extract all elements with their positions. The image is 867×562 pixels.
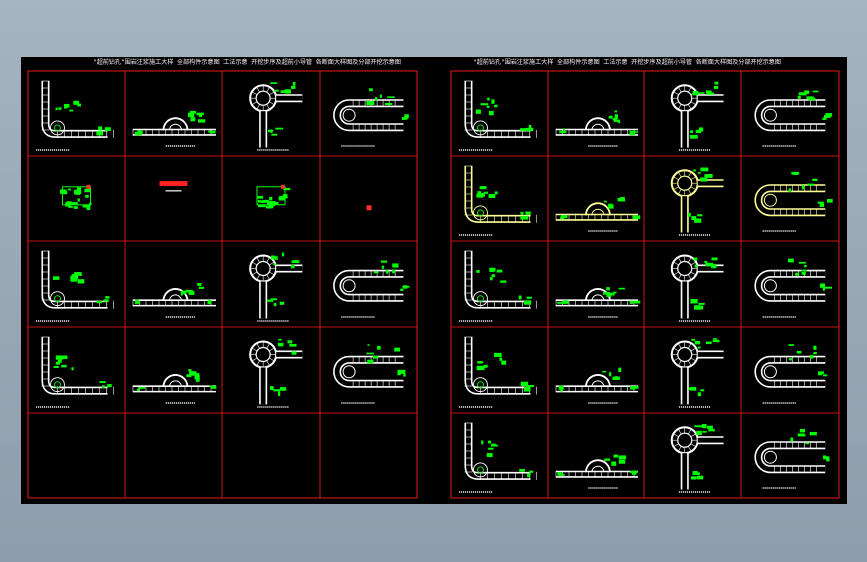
- drawing-cell-U-loop[interactable]: [333, 344, 406, 404]
- drawing-cell-T-junction[interactable]: [670, 338, 724, 408]
- sheet-frame-grid: [450, 70, 840, 499]
- sheet-frame-grid: [27, 70, 418, 499]
- drawing-cell-straight-arc[interactable]: [132, 282, 216, 318]
- drawing-cell-U-loop[interactable]: [333, 88, 409, 147]
- drawing-cell-L-bend[interactable]: [36, 80, 114, 151]
- drawing-viewport[interactable]: "超前钻孔"围岩注浆施工大样 全部构件示意图 工法示意 开挖步序及超前小导管 各…: [21, 57, 847, 504]
- drawing-cell-T-junction[interactable]: [670, 81, 724, 151]
- sheet-left[interactable]: [27, 70, 418, 499]
- drawing-cell-T-junction-yellow[interactable]: [670, 167, 724, 236]
- drawing-cell-L-bend[interactable]: [36, 336, 114, 408]
- sheet-title-left: "超前钻孔"围岩注浆施工大样 全部构件示意图 工法示意 开挖步序及超前小导管 各…: [93, 59, 401, 66]
- drawing-cell-U-loop[interactable]: [754, 90, 833, 147]
- drawing-cell-L-bend[interactable]: [459, 422, 537, 493]
- drawing-cell-detail-cluster[interactable]: [256, 184, 291, 209]
- drawing-cell-straight-arc[interactable]: [555, 287, 641, 318]
- drawing-cell-U-loop[interactable]: [333, 260, 410, 318]
- drawing-cell-L-bend[interactable]: [36, 250, 114, 322]
- drawing-cell-U-loop[interactable]: [754, 344, 828, 404]
- drawing-cell-straight-arc[interactable]: [555, 110, 639, 147]
- drawing-cell-T-junction[interactable]: [249, 81, 303, 151]
- drawing-cell-U-loop[interactable]: [754, 258, 833, 318]
- drawing-cell-L-bend-yellow[interactable]: [459, 165, 537, 236]
- drawing-cell-T-junction[interactable]: [249, 252, 303, 322]
- drawing-cell-U-loop-yellow[interactable]: [754, 171, 833, 232]
- drawing-cell-T-junction[interactable]: [670, 254, 724, 322]
- drawing-cell-T-junction[interactable]: [249, 338, 303, 408]
- drawing-cell-red-label[interactable]: [159, 181, 188, 192]
- sheet-right[interactable]: [450, 70, 840, 499]
- sheet-title-right: "超前钻孔"围岩注浆施工大样 全部构件示意图 工法示意 开挖步序及超前小导管 各…: [473, 59, 781, 66]
- drawing-cell-straight-arc[interactable]: [132, 369, 217, 404]
- drawing-cell-straight-arc-yellow[interactable]: [555, 196, 641, 232]
- drawing-cell-L-bend[interactable]: [459, 250, 537, 322]
- drawing-cell-detail-cluster[interactable]: [59, 184, 92, 211]
- drawing-cell-U-loop[interactable]: [754, 428, 830, 489]
- drawing-cell-T-junction[interactable]: [670, 424, 724, 493]
- drawing-cell-L-bend[interactable]: [459, 336, 537, 408]
- drawing-cell-straight-arc[interactable]: [555, 454, 638, 489]
- drawing-cell-straight-arc[interactable]: [555, 367, 639, 404]
- drawing-canvas[interactable]: [21, 57, 847, 504]
- drawing-cell-L-bend[interactable]: [459, 80, 537, 151]
- drawing-cell-straight-arc[interactable]: [132, 110, 216, 147]
- drawing-cell-red-dot[interactable]: [366, 205, 372, 211]
